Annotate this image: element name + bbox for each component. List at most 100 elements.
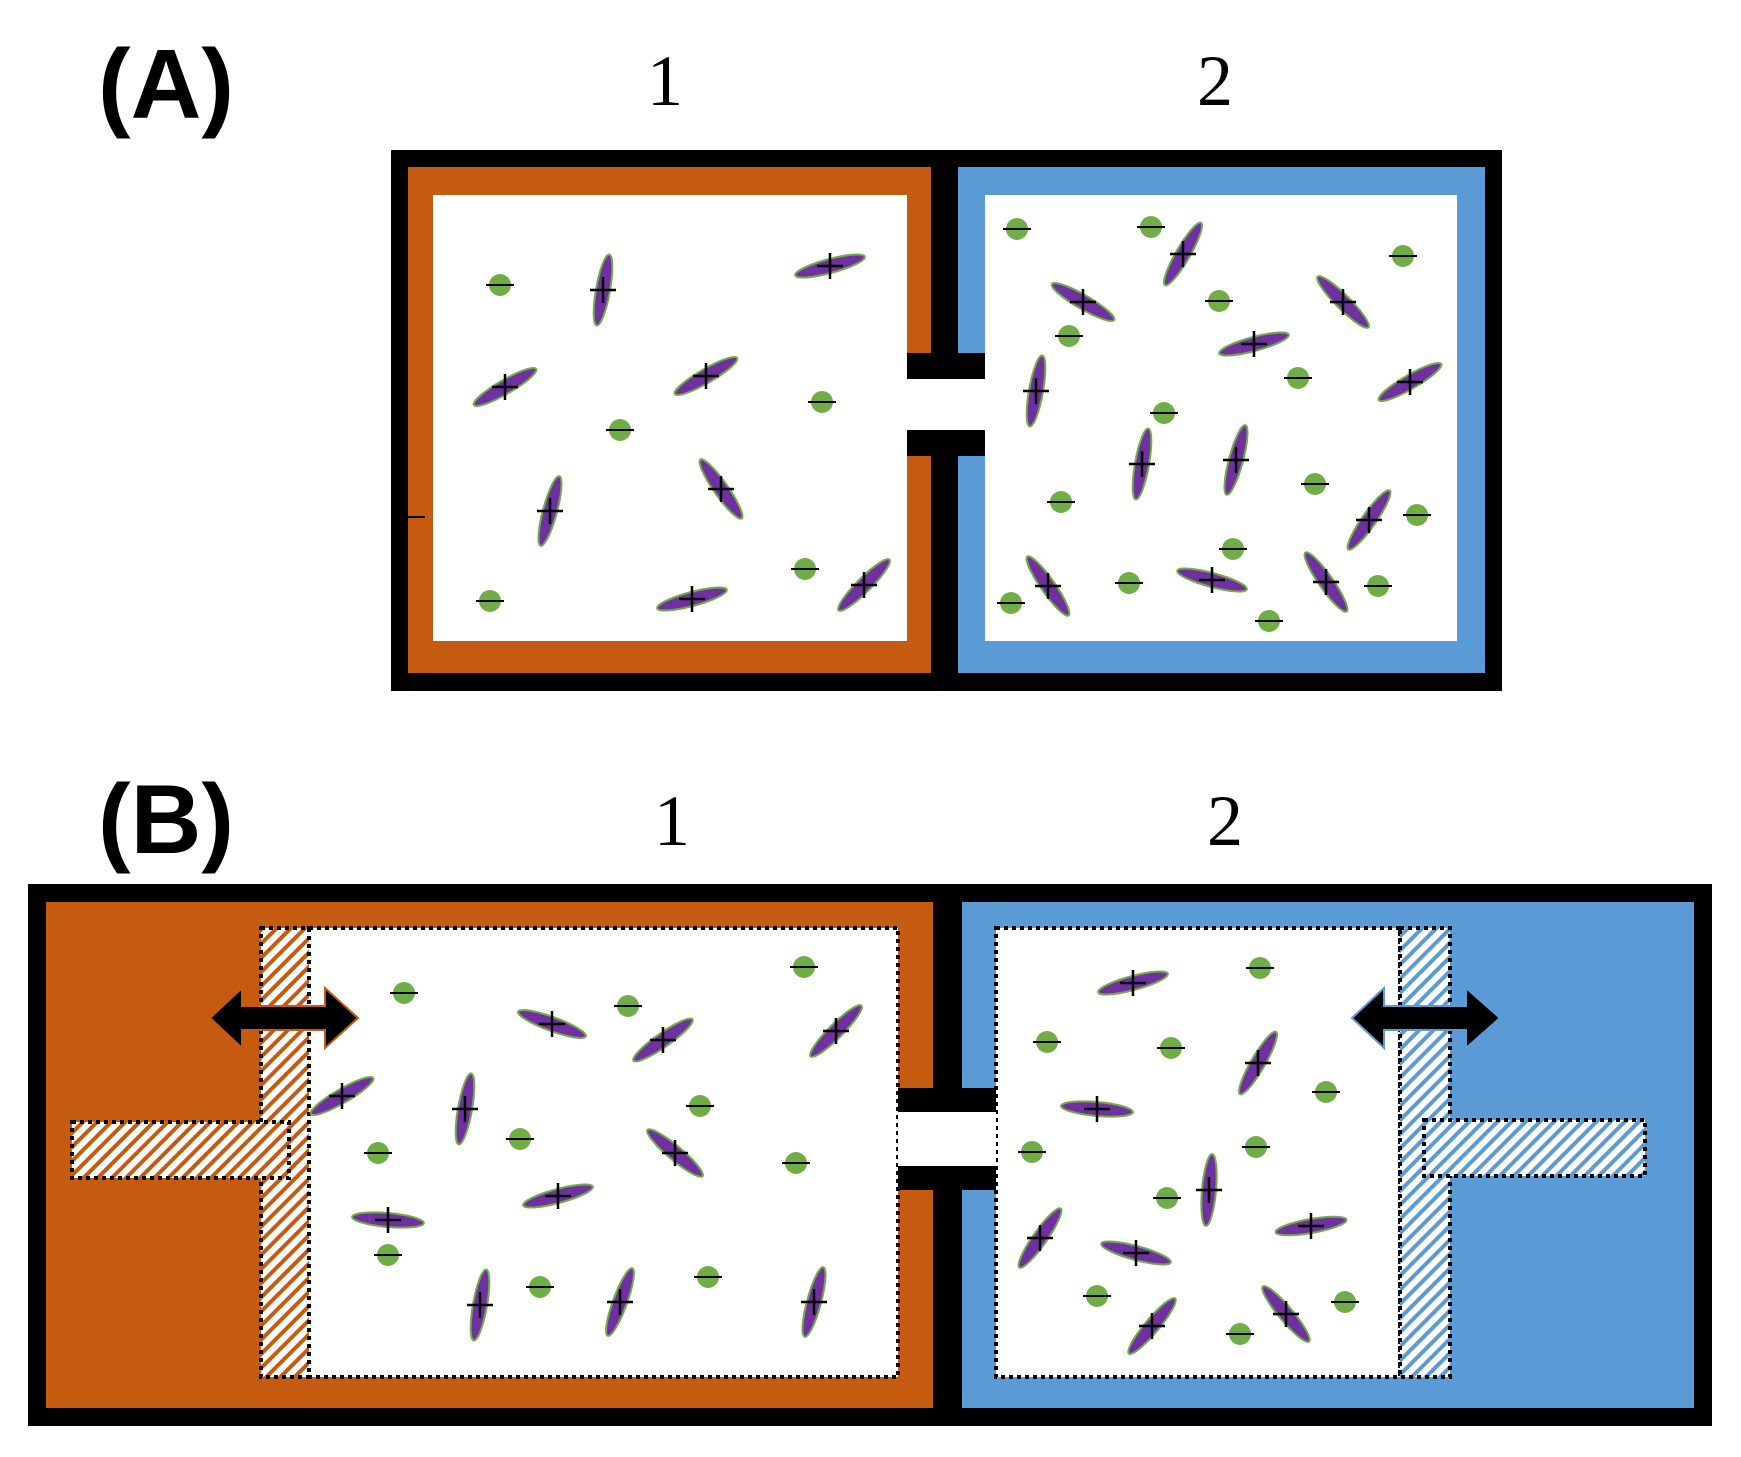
cation-icon [1017,1207,1063,1269]
panel-a-chamber-2-particles [997,216,1443,632]
anion-icon [1047,491,1075,513]
cation-icon [673,356,739,396]
cation-icon [1176,567,1248,593]
anion-icon [1301,473,1329,495]
panel-a-chamber-2-number: 2 [1197,41,1233,121]
panel-a-chamber-2-interior [985,195,1457,641]
anion-icon [791,558,819,580]
anion-icon [1403,504,1431,526]
anion-icon [1115,572,1143,594]
cation-icon [1025,555,1071,617]
cation-icon [1316,275,1370,329]
cation-icon [1129,427,1155,501]
anion-icon [374,1244,402,1266]
cation-icon [590,253,616,327]
anion-icon [997,592,1025,614]
anion-icon [1389,245,1417,267]
cation-icon [698,458,744,520]
anion-icon [1246,957,1274,979]
cation-icon [1023,354,1049,428]
cation-icon [309,1076,375,1116]
panel-b-chamber-1-particles [309,956,863,1342]
panel-b-left-piston-rod [70,1120,291,1180]
anion-icon [606,419,634,441]
anion-icon [486,274,514,296]
anion-icon [1083,1285,1111,1307]
cation-icon [1050,282,1116,322]
cation-icon [1223,424,1249,496]
cation-icon [605,1267,635,1337]
panel-b: (B) 1 2 [28,764,1712,1426]
panel-b-chamber-1-number: 1 [654,781,690,861]
anion-icon [1153,1187,1181,1209]
panel-a-channel-gap [907,379,985,430]
panel-b-channel-gap [898,1112,996,1166]
anion-icon [790,956,818,978]
anion-icon [1312,1081,1340,1103]
panel-b-right-piston-rod [1422,1118,1647,1178]
anion-icon [1003,218,1031,240]
anion-icon [526,1276,554,1298]
cation-icon [646,1128,704,1178]
anion-icon [1157,1037,1185,1059]
anion-icon [1284,367,1312,389]
anion-icon [1205,290,1233,312]
cation-icon [1060,1096,1134,1122]
panel-b-right-double-arrow [1350,985,1502,1051]
anion-icon [1055,325,1083,347]
cation-icon [472,367,538,407]
anion-icon [1033,1031,1061,1053]
panel-b-chamber-2-particles [1017,957,1359,1355]
anion-icon [476,590,504,612]
panel-a: (A) 1 2 [98,29,1502,691]
anion-icon [614,995,642,1017]
double-arrow-icon [1350,985,1502,1051]
panel-a-channel-top [907,353,985,379]
cation-icon [1238,1030,1278,1096]
anion-icon [1219,538,1247,560]
panel-a-chamber-1-particles [472,253,891,612]
panel-a-channel-bottom [907,430,985,456]
anion-icon [686,1095,714,1117]
panel-b-left-double-arrow [208,985,360,1051]
cation-icon [522,1183,594,1209]
panel-b-channel-top [898,1088,996,1112]
anion-icon [694,1266,722,1288]
cation-icon [656,586,728,612]
cation-icon [1100,1240,1172,1266]
cation-icon [351,1207,425,1233]
piston-icon [70,926,311,1379]
anion-icon [506,1128,534,1150]
panel-b-chamber-2-number: 2 [1207,781,1243,861]
cation-icon [794,253,866,279]
anion-icon [1331,1291,1359,1313]
panel-a-label: (A) [98,29,234,139]
cation-icon [537,475,563,547]
anion-icon [1137,216,1165,238]
cation-icon [1218,331,1290,357]
cation-icon [632,1017,694,1063]
cation-icon [467,1268,493,1342]
anion-icon [1242,1136,1270,1158]
cation-icon [1274,1213,1348,1239]
cation-icon [837,558,891,612]
cation-icon [1346,489,1392,551]
anion-icon [390,982,418,1004]
cation-icon [1261,1285,1311,1343]
anion-icon [1226,1323,1254,1345]
cation-icon [1127,1297,1177,1355]
anion-icon [1018,1141,1046,1163]
cation-icon [809,1004,863,1058]
cation-icon [801,1266,827,1338]
cation-icon [1163,221,1203,287]
anion-icon [1255,610,1283,632]
anion-icon [808,391,836,413]
anion-icon [782,1152,810,1174]
anion-icon [364,1142,392,1164]
panel-b-label: (B) [98,764,234,874]
double-arrow-icon [208,985,360,1051]
cation-icon [452,1072,478,1146]
panel-a-chamber-1-number: 1 [647,41,683,121]
cation-icon [517,1009,587,1039]
